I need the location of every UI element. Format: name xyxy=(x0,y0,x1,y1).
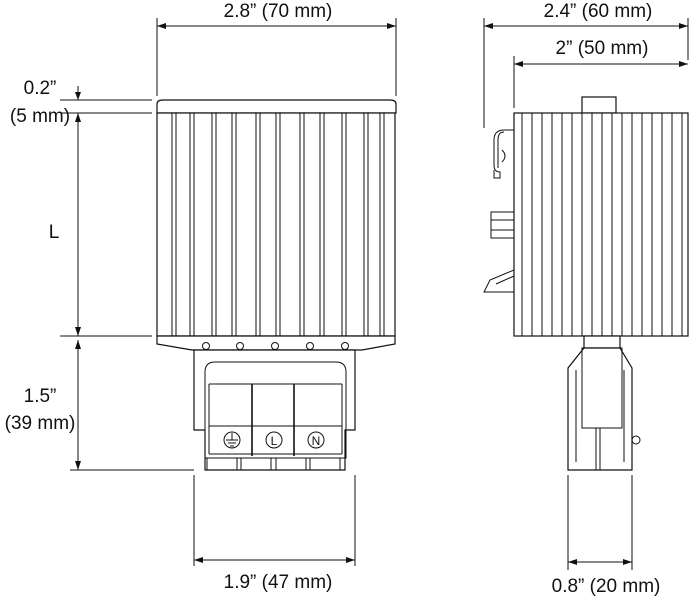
width-dimension: 2.8” (70 mm) xyxy=(156,1,397,96)
side-view: 2.4” (60 mm) 2” (50 mm) 0.8” (20 mm) xyxy=(483,1,689,597)
side-heatsink-body xyxy=(513,112,689,337)
cap-label-inch: 0.2” xyxy=(24,78,57,99)
cap-label-mm: (5 mm) xyxy=(10,106,70,127)
connector-width-dimension: 0.8” (20 mm) xyxy=(552,475,661,597)
overall-width-dimension: 2.4” (60 mm) xyxy=(483,1,689,128)
front-view: L N 2.8” (70 mm) 0.2” (5 mm) xyxy=(5,1,397,593)
body-width-dimension: 2” (50 mm) xyxy=(513,38,688,108)
side-connector xyxy=(567,335,641,471)
line-terminal: L xyxy=(265,431,283,449)
terminal-height-dimension: 1.5” (39 mm) xyxy=(5,340,194,471)
front-top-cap xyxy=(156,99,397,114)
side-top-clip xyxy=(581,96,617,114)
line-terminal-label: L xyxy=(271,434,278,448)
terminal-height-inch: 1.5” xyxy=(24,386,57,407)
overall-width-label: 2.4” (60 mm) xyxy=(544,1,653,22)
neutral-terminal-label: N xyxy=(312,434,321,448)
terminal-width-dimension: 1.9” (47 mm) xyxy=(193,475,356,593)
length-label: L xyxy=(49,222,60,243)
body-width-label: 2” (50 mm) xyxy=(556,38,649,59)
terminal-width-label: 1.9” (47 mm) xyxy=(224,572,333,593)
cap-dimension: 0.2” (5 mm) xyxy=(10,78,152,127)
neutral-terminal: N xyxy=(307,431,325,449)
side-heatsink-fins xyxy=(521,113,683,336)
ground-terminal xyxy=(223,431,241,449)
din-rail-clip xyxy=(483,129,515,293)
connector-width-label: 0.8” (20 mm) xyxy=(552,576,661,597)
width-label: 2.8” (70 mm) xyxy=(224,1,333,22)
terminal-height-mm: (39 mm) xyxy=(5,413,76,434)
front-heatsink-fins xyxy=(171,113,385,336)
length-dimension: L xyxy=(49,113,152,337)
terminal-block: L N xyxy=(193,349,356,471)
